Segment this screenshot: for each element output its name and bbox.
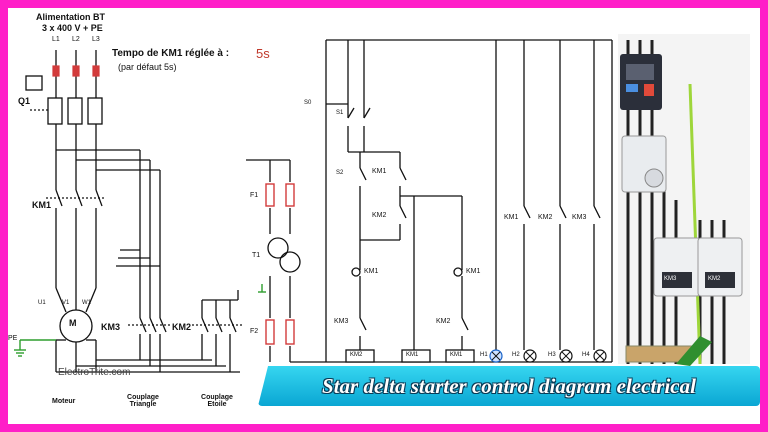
label-km1-latch: KM1 <box>372 168 387 175</box>
label-km1-main: KM1 <box>32 200 52 210</box>
supply-title: Alimentation BT <box>36 12 105 22</box>
motor-symbol: M <box>69 318 77 328</box>
tempo-line1: Tempo de KM1 réglée à : <box>112 48 230 59</box>
photo-label-km2: KM2 <box>708 276 721 282</box>
label-h3: H3 <box>548 352 556 358</box>
label-km3-interlock: KM3 <box>334 318 349 325</box>
coil-km2: KM2 <box>350 352 363 358</box>
label-t1: T1 <box>252 252 261 259</box>
tempo-line2: (par défaut 5s) <box>118 62 177 72</box>
label-pe: PE <box>8 335 18 342</box>
label-l3: L3 <box>92 36 100 43</box>
watermark: ElectroTrite.com <box>58 367 131 378</box>
label-f1: F1 <box>250 192 259 199</box>
label-w1: W1 <box>82 300 91 306</box>
label-s2: S2 <box>336 170 344 176</box>
label-km1-timed-2: KM1 <box>466 268 481 275</box>
coil-km1-timed: KM1 <box>450 352 463 358</box>
label-l1: L1 <box>52 36 60 43</box>
supply-subtitle: 3 x 400 V + PE <box>42 23 103 33</box>
label-h2: H2 <box>512 352 520 358</box>
label-km3-main: KM3 <box>101 322 121 332</box>
coil-km1: KM1 <box>406 352 419 358</box>
label-u1: U1 <box>38 300 46 306</box>
label-s0: S0 <box>304 100 312 106</box>
label-km2-signal: KM2 <box>538 214 553 221</box>
footer-star: Couplage Etoile <box>201 394 233 408</box>
panel-photo <box>618 34 750 366</box>
footer-triangle: Couplage Triangle <box>127 394 159 408</box>
label-v1: V1 <box>62 300 70 306</box>
label-h1: H1 <box>480 352 488 358</box>
label-km3-signal: KM3 <box>572 214 587 221</box>
label-km2-latch: KM2 <box>372 212 387 219</box>
label-km2-main: KM2 <box>172 322 192 332</box>
footer-motor: Moteur <box>52 398 76 405</box>
label-km2-interlock: KM2 <box>436 318 451 325</box>
label-s1: S1 <box>336 110 344 116</box>
label-h4: H4 <box>582 352 590 358</box>
label-f2: F2 <box>250 328 259 335</box>
photo-label-km3: KM3 <box>664 276 677 282</box>
label-l2: L2 <box>72 36 80 43</box>
tempo-value: 5s <box>256 46 270 61</box>
label-q1: Q1 <box>18 96 31 106</box>
label-km1-signal: KM1 <box>504 214 519 221</box>
label-km1-timed: KM1 <box>364 268 379 275</box>
title-banner <box>258 366 760 406</box>
banner-title: Star delta starter control diagram elect… <box>322 374 696 398</box>
